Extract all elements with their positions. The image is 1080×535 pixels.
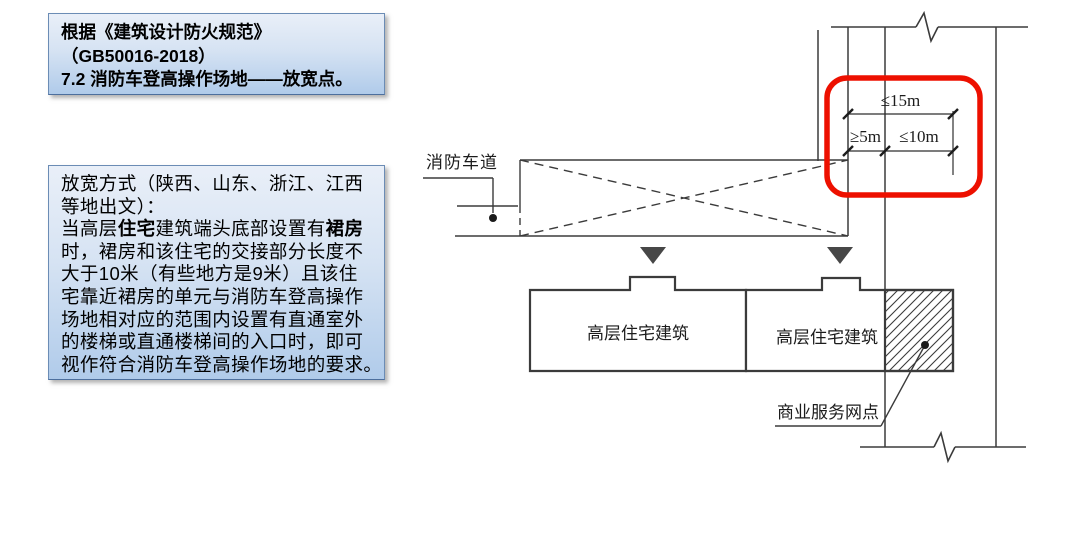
- relax-line1: 放宽方式（陕西、山东、浙江、江西: [61, 173, 364, 194]
- regulation-title-box: 根据《建筑设计防火规范》 （GB50016-2018） 7.2 消防车登高操作场…: [48, 13, 385, 95]
- dim-total-label: ≤15m: [880, 91, 921, 110]
- bottom-wall-break-icon: [933, 430, 956, 464]
- regulation-title-line2: （GB50016-2018）: [61, 45, 216, 66]
- relax-line4: 时，裙房和该住宅的交接部分长度不: [61, 240, 364, 262]
- operation-area-cross: [519, 159, 849, 237]
- relax-line8: 的楼梯或直通楼梯间的入口时，即可: [61, 331, 364, 353]
- fire-lane-leader-line: [423, 177, 494, 213]
- entry-arrow-left-icon: [640, 247, 666, 264]
- building-left-label: 高层住宅建筑: [587, 324, 689, 343]
- commercial-outlet-label: 商业服务网点: [777, 403, 879, 422]
- dim-left-label: ≥5m: [849, 127, 882, 146]
- outlet-leader-line: [775, 344, 926, 427]
- regulation-title-line3: 7.2 消防车登高操作场地——放宽点。: [61, 69, 353, 89]
- relax-line6: 宅靠近裙房的单元与消防车登高操作: [61, 285, 364, 307]
- relax-line5: 大于10米（有些地方是9米）且该住: [61, 263, 358, 285]
- relax-line7: 场地相对应的范围内设置有直通室外: [61, 308, 364, 330]
- relax-line2: 等地出文）：: [61, 195, 166, 217]
- highlight-red-box: [824, 75, 983, 198]
- top-wall-break-icon: [915, 10, 939, 44]
- dim-right-label: ≤10m: [899, 127, 939, 146]
- relax-line3: 当高层住宅建筑端头底部设置有裙房: [61, 218, 364, 240]
- regulation-title-line1: 根据《建筑设计防火规范》: [61, 22, 271, 42]
- fire-lane-leader-dot: [489, 214, 497, 222]
- building-right-label: 高层住宅建筑: [776, 328, 878, 347]
- outlet-leader-dot: [921, 341, 929, 349]
- fire-lane-label: 消防车道: [426, 153, 498, 172]
- entry-arrow-right-icon: [827, 247, 853, 264]
- dim-tick-marks: [842, 108, 959, 157]
- relaxation-rule-box: 放宽方式（陕西、山东、浙江、江西 等地出文）： 当高层住宅建筑端头底部设置有裙房…: [48, 165, 385, 380]
- relax-line9: 视作符合消防车登高操作场地的要求。: [61, 353, 383, 375]
